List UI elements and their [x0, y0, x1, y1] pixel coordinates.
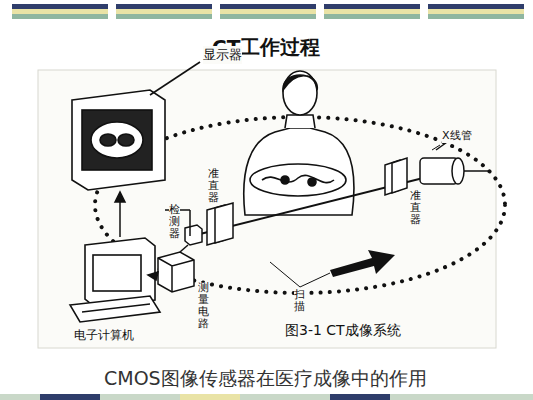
- part-label: 准直器: [208, 168, 219, 204]
- patient-figure: [244, 71, 354, 215]
- top-band: [0, 0, 533, 24]
- part-label: 测量电路: [198, 282, 209, 330]
- part-label: 显示器: [203, 46, 242, 64]
- scan-arrow: [330, 250, 395, 277]
- part-label: 扫描: [294, 289, 305, 313]
- overlay-caption: CMOS图像传感器在医疗成像中的作用: [104, 366, 427, 392]
- xray-beam: [200, 170, 455, 234]
- collimator: [207, 203, 233, 245]
- figure-caption: 图3-1 CT成像系统: [285, 322, 401, 340]
- part-label: X线管: [442, 128, 472, 143]
- monitor: [72, 62, 200, 190]
- part-label: 检测器: [169, 204, 180, 240]
- figure-panel: [38, 70, 496, 348]
- measurement-box: [158, 252, 194, 292]
- computer: [70, 238, 160, 322]
- detector: [185, 225, 202, 245]
- collimator: [385, 158, 407, 195]
- xray-tube: [420, 140, 490, 184]
- bottom-band: [0, 394, 533, 400]
- part-label: 准直器: [410, 190, 421, 226]
- part-label: 电子计算机: [74, 327, 134, 344]
- signal-arrow: [115, 192, 190, 280]
